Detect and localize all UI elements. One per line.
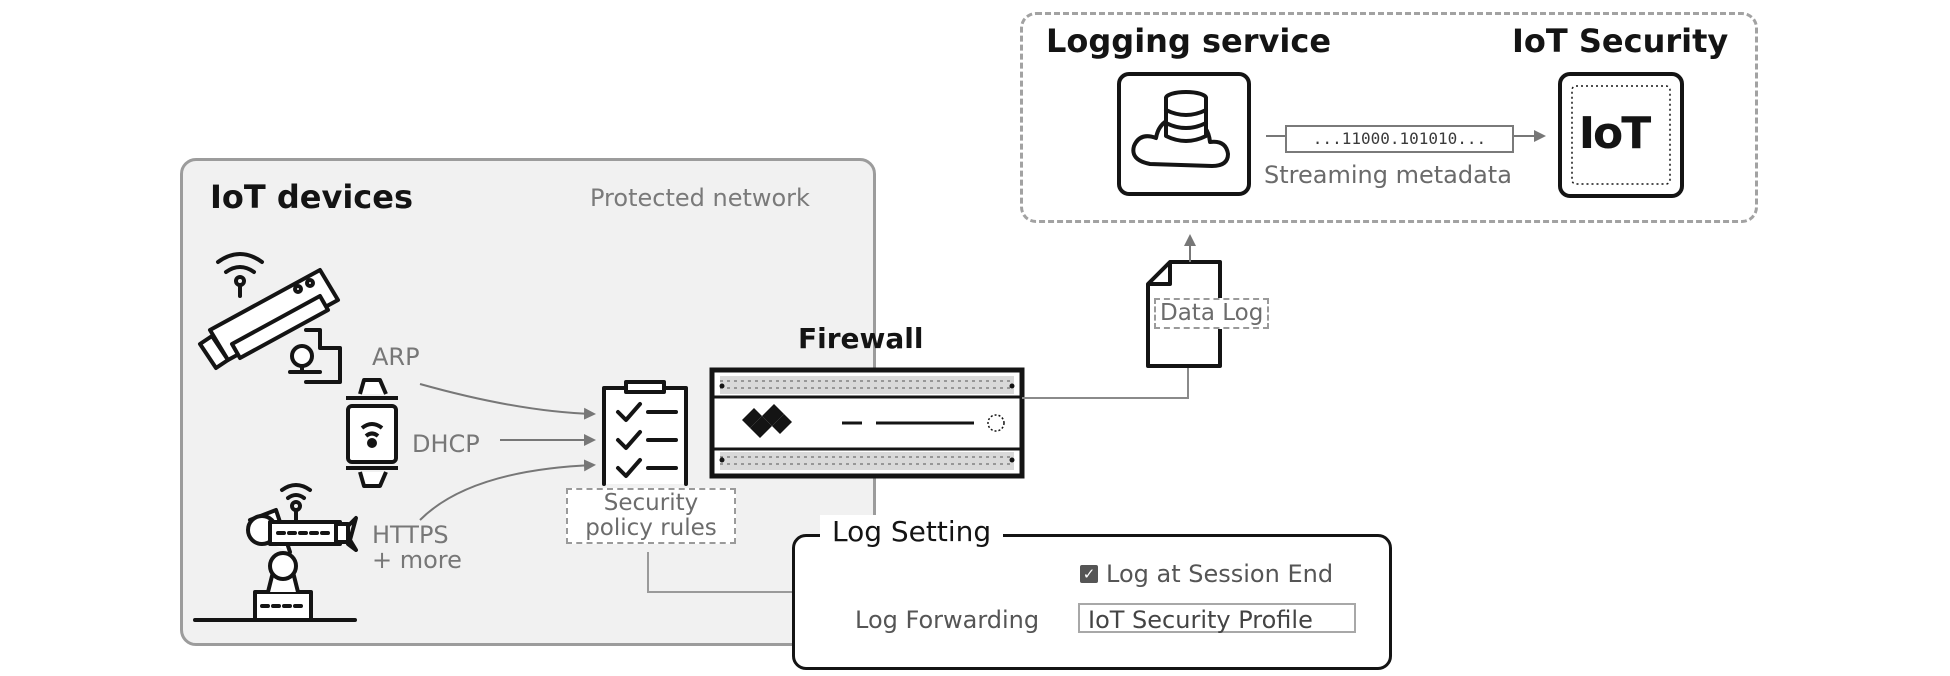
checkbox-checked-icon[interactable]: ✓ (1080, 565, 1098, 583)
log-forwarding-label: Log Forwarding (855, 606, 1040, 634)
dhcp-label: DHCP (412, 430, 480, 458)
log-at-session-end-label: Log at Session End (1106, 560, 1334, 588)
log-setting-panel (792, 534, 1392, 670)
logging-service-title: Logging service (1046, 22, 1332, 60)
iot-security-title: IoT Security (1512, 22, 1729, 60)
firewall-appliance-icon (709, 367, 1025, 479)
policy-line2: policy rules (585, 515, 717, 541)
security-camera-icon (198, 252, 342, 384)
smartwatch-icon (346, 378, 398, 488)
database-cloud-icon (1117, 72, 1251, 196)
more-protocols-label: + more (372, 546, 462, 574)
security-policy-rules-label: Security policy rules (566, 488, 736, 544)
policy-line1: Security (603, 490, 699, 516)
arp-label: ARP (372, 343, 420, 371)
robot-arm-icon (193, 483, 358, 622)
firewall-title: Firewall (798, 322, 924, 355)
iot-badge-text: IoT (1578, 108, 1652, 159)
cloud-services-panel (1020, 12, 1758, 223)
firewall-logo-icon (742, 404, 792, 438)
data-log-label: Data Log (1154, 298, 1270, 329)
https-label: HTTPS (372, 521, 449, 549)
iot-security-badge-icon (1558, 72, 1684, 198)
clipboard-checklist-icon (602, 380, 688, 486)
iot-devices-title: IoT devices (210, 178, 414, 216)
metadata-bits-box: ...11000.101010... (1285, 125, 1514, 153)
protected-network-label: Protected network (590, 184, 810, 212)
log-at-session-end-row[interactable]: ✓ Log at Session End (1080, 560, 1333, 588)
streaming-metadata-label: Streaming metadata (1264, 161, 1512, 189)
log-forwarding-field[interactable]: IoT Security Profile (1078, 603, 1356, 634)
log-setting-title: Log Setting (820, 515, 1004, 548)
